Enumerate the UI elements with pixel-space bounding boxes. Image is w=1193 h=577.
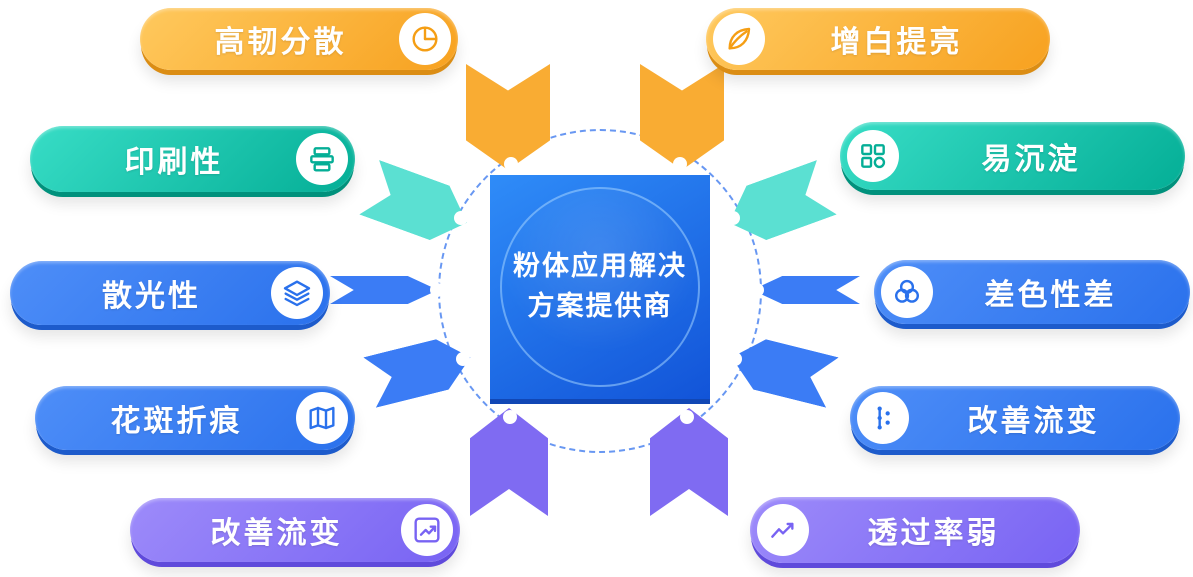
connector-dot [430, 283, 444, 297]
layers-icon [271, 267, 323, 319]
pill-label: 高韧分散 [214, 25, 347, 60]
connector-dot [728, 352, 742, 366]
connector-dot [680, 410, 694, 424]
trend-up-icon [401, 504, 453, 556]
leaf-icon [713, 13, 765, 65]
center-title-line1: 粉体应用解决 [513, 250, 687, 282]
line-chart-icon [757, 504, 809, 556]
pill-label: 差色性差 [984, 278, 1117, 313]
connector-dot [503, 410, 517, 424]
connector-dot [504, 157, 518, 171]
pill-high-toughness-dispersion: 高韧分散 [140, 8, 458, 70]
pill-label: 改善流变 [210, 516, 343, 551]
pill-label: 散光性 [102, 279, 201, 314]
pill-label: 印刷性 [124, 145, 224, 180]
printing-icon [296, 133, 348, 185]
pill-improve-rheology-left: 改善流变 [130, 498, 460, 562]
connector-dot [454, 211, 468, 225]
pill-label: 花斑折痕 [110, 404, 243, 439]
connector-dot [726, 211, 740, 225]
center-title: 粉体应用解决 方案提供商 [513, 247, 687, 328]
folded-map-icon [296, 392, 348, 444]
pill-easy-sedimentation: 易沉淀 [840, 122, 1185, 190]
arrow-blue-left [330, 276, 438, 304]
pie-chart-icon [399, 13, 451, 65]
pill-improve-rheology-right: 改善流变 [850, 386, 1180, 450]
puzzle-icon [847, 130, 899, 182]
arrow-blue-right [752, 276, 860, 304]
pill-label: 改善流变 [967, 404, 1100, 439]
pill-light-scattering: 散光性 [10, 261, 330, 325]
pill-label: 易沉淀 [981, 142, 1081, 177]
pill-whitening-brightening: 增白提亮 [706, 8, 1050, 70]
center-panel: 粉体应用解决 方案提供商 [490, 175, 710, 399]
center-circle: 粉体应用解决 方案提供商 [500, 187, 700, 387]
pill-label: 增白提亮 [830, 25, 963, 60]
pill-poor-color-difference: 差色性差 [874, 260, 1190, 324]
pill-printability: 印刷性 [30, 126, 355, 192]
flow-dots-icon [857, 392, 909, 444]
pill-label: 透过率弱 [867, 516, 1000, 551]
connector-dot [673, 157, 687, 171]
pill-mottling-creases: 花斑折痕 [35, 386, 355, 450]
pill-weak-transmittance: 透过率弱 [750, 497, 1080, 563]
triple-rings-icon [881, 266, 933, 318]
connector-dot [456, 352, 470, 366]
connector-dot [750, 283, 764, 297]
center-title-line2: 方案提供商 [527, 291, 673, 322]
